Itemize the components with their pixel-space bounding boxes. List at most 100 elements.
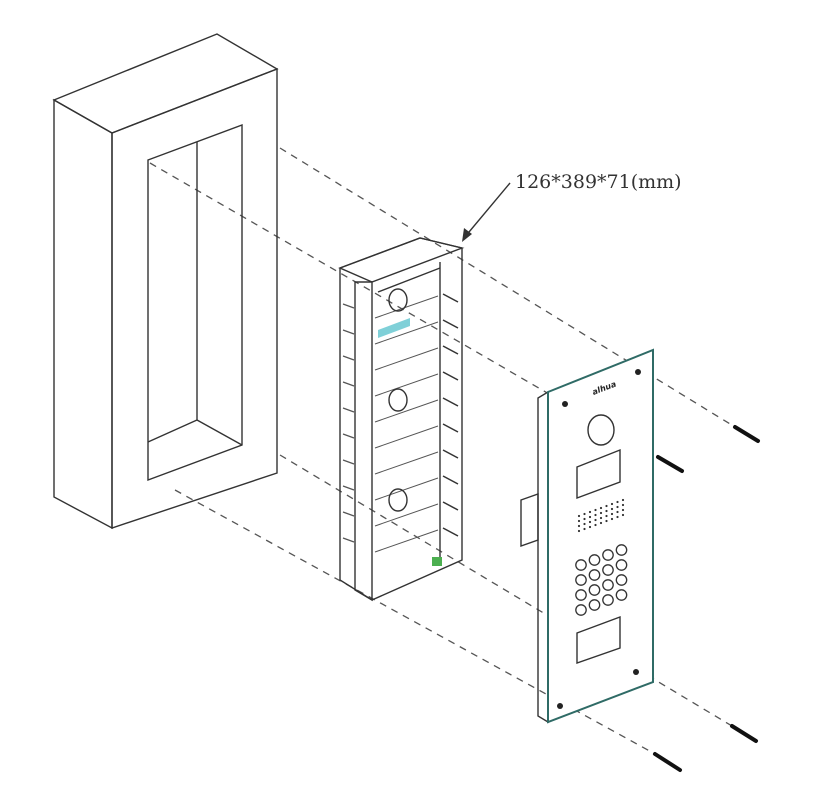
speaker-hole bbox=[621, 513, 625, 517]
side-rib bbox=[342, 485, 355, 491]
rib bbox=[442, 319, 459, 329]
side-rib bbox=[342, 303, 355, 309]
speaker-hole bbox=[610, 517, 614, 521]
screw-hole bbox=[557, 703, 563, 709]
rib bbox=[442, 371, 459, 381]
shelf-line bbox=[374, 451, 439, 475]
panel-bracket bbox=[520, 493, 539, 547]
speaker-hole bbox=[594, 508, 597, 512]
shelf-line bbox=[374, 373, 439, 397]
keypad-button bbox=[588, 554, 601, 566]
alignment-line bbox=[279, 454, 733, 727]
speaker-hole bbox=[577, 529, 581, 533]
side-rib bbox=[342, 433, 355, 439]
speaker-hole bbox=[583, 517, 586, 521]
display-window bbox=[576, 448, 621, 500]
knockout-hole bbox=[388, 488, 408, 512]
rib bbox=[442, 449, 459, 459]
speaker-hole bbox=[594, 513, 597, 517]
speaker-hole bbox=[616, 515, 619, 519]
side-rib bbox=[342, 537, 355, 543]
speaker-hole bbox=[605, 519, 608, 523]
back-box-ribs bbox=[342, 293, 459, 553]
speaker-hole bbox=[588, 515, 592, 519]
dimension-label: 126*389*71(mm) bbox=[515, 171, 682, 193]
callout-arrow bbox=[463, 182, 511, 239]
speaker-hole bbox=[605, 509, 608, 513]
screw-icon bbox=[733, 425, 760, 443]
panel-side bbox=[537, 390, 549, 724]
label-sticker bbox=[378, 318, 410, 338]
keypad-button bbox=[615, 544, 628, 556]
alignment-line bbox=[279, 147, 736, 428]
screw-icon bbox=[656, 455, 684, 473]
speaker-hole bbox=[621, 503, 625, 507]
rib bbox=[442, 293, 459, 303]
back-box-outline bbox=[339, 237, 463, 601]
keypad-button bbox=[575, 559, 587, 571]
screw-icon bbox=[653, 752, 682, 772]
keypad-button bbox=[588, 569, 601, 581]
opening-floor-edge bbox=[196, 419, 243, 446]
back-box-front-rim bbox=[354, 281, 373, 602]
keypad-button bbox=[575, 574, 587, 586]
knockout-hole bbox=[388, 388, 408, 412]
speaker-hole bbox=[599, 511, 603, 515]
keypad-button bbox=[615, 574, 628, 586]
speaker-hole bbox=[616, 500, 619, 504]
speaker-hole bbox=[610, 507, 614, 511]
rib bbox=[442, 423, 459, 433]
opening-floor-edge bbox=[147, 419, 198, 443]
speaker-hole bbox=[605, 514, 608, 518]
speaker-hole bbox=[588, 520, 592, 524]
dimension-callout: 126*389*71(mm) bbox=[462, 171, 682, 242]
name-card-window bbox=[576, 615, 621, 664]
shelf-line bbox=[374, 503, 439, 527]
speaker-hole bbox=[577, 524, 581, 528]
speaker-hole bbox=[610, 502, 614, 506]
rib bbox=[442, 527, 459, 537]
camera-lens bbox=[587, 414, 615, 446]
speaker-hole bbox=[610, 512, 614, 516]
outdoor-station-panel: alhua bbox=[520, 348, 654, 724]
keypad-button bbox=[602, 579, 614, 591]
shelf-line bbox=[374, 321, 439, 345]
keypad-button bbox=[615, 559, 628, 571]
speaker-hole bbox=[588, 525, 592, 529]
flush-back-box bbox=[338, 237, 465, 602]
speaker-hole bbox=[583, 527, 586, 531]
speaker-grille bbox=[577, 498, 625, 533]
keypad-button bbox=[602, 594, 614, 606]
speaker-hole bbox=[599, 516, 603, 520]
wall-brick-face bbox=[111, 67, 278, 529]
speaker-hole bbox=[594, 518, 597, 522]
keypad-button bbox=[588, 584, 601, 596]
wall-top-face bbox=[52, 33, 279, 134]
keypad-button bbox=[602, 564, 614, 576]
wall-recess bbox=[52, 33, 279, 530]
side-rib bbox=[342, 407, 355, 413]
speaker-hole bbox=[594, 523, 597, 527]
back-box-inner-top bbox=[377, 267, 441, 293]
shelf-line bbox=[374, 529, 439, 553]
speaker-hole bbox=[599, 521, 603, 525]
side-rib bbox=[342, 329, 355, 335]
shelf-line bbox=[374, 347, 439, 371]
rib bbox=[442, 501, 459, 511]
wall-opening bbox=[147, 123, 243, 482]
keypad bbox=[575, 544, 628, 616]
rib bbox=[442, 475, 459, 485]
screw-icon bbox=[730, 724, 758, 743]
screw-hole bbox=[635, 369, 641, 375]
knockout-hole bbox=[388, 288, 408, 312]
alignment-line bbox=[149, 162, 659, 458]
shelf-line bbox=[374, 477, 439, 501]
keypad-button bbox=[588, 599, 601, 611]
side-rib bbox=[342, 355, 355, 361]
speaker-hole bbox=[599, 506, 603, 510]
speaker-hole bbox=[605, 504, 608, 508]
screw-hole bbox=[562, 401, 568, 407]
back-box-top bbox=[338, 237, 465, 283]
screws bbox=[653, 425, 760, 772]
